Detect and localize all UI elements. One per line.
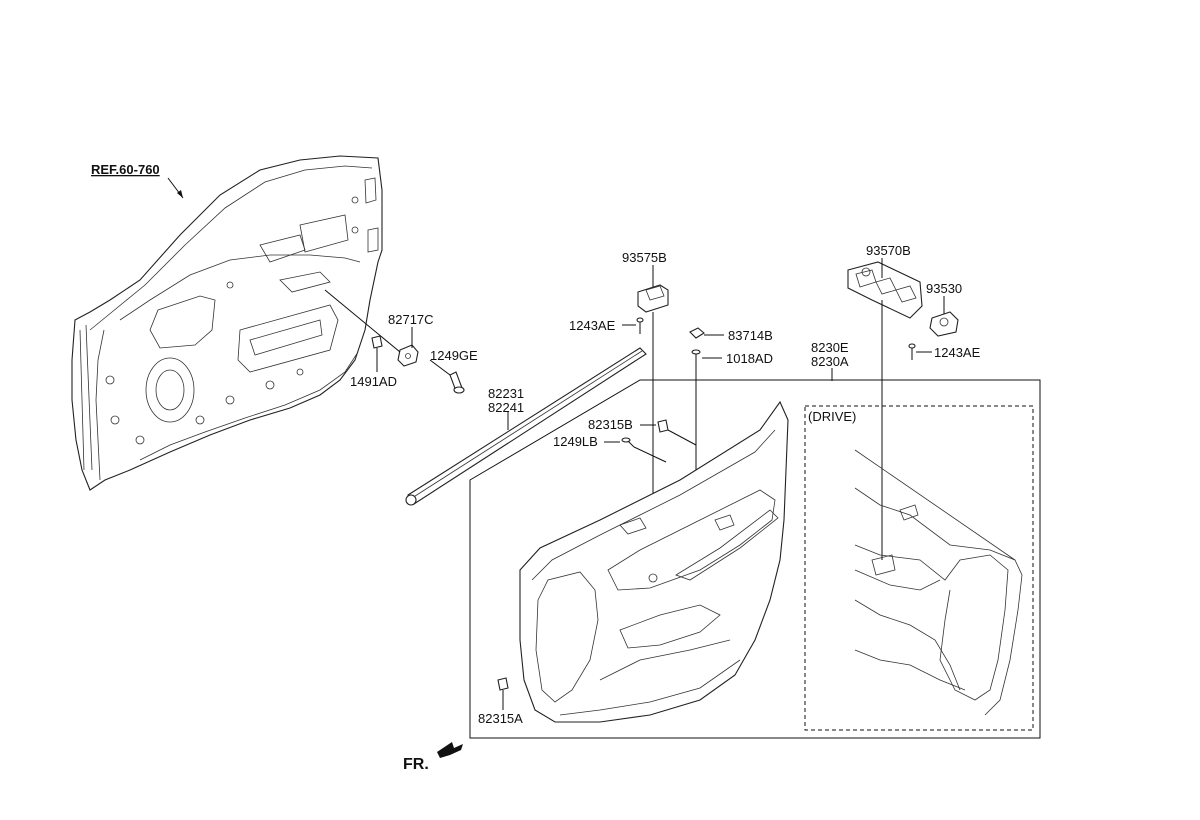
label-1491ad: 1491AD <box>350 374 397 389</box>
drive-inset-frame <box>804 405 1034 731</box>
switch-93575b <box>637 284 669 313</box>
label-83714b: 83714B <box>728 328 773 343</box>
weatherstrip-82231 <box>405 347 647 506</box>
label-82315b: 82315B <box>588 417 633 432</box>
label-93570b: 93570B <box>866 243 911 258</box>
label-1243ae-right: 1243AE <box>934 345 981 360</box>
screw-1243ae-left <box>636 317 644 334</box>
switch-93530 <box>929 311 959 337</box>
ref-arrowhead <box>177 190 183 198</box>
drive-label: (DRIVE) <box>808 409 856 424</box>
leader-82315b-panel <box>667 429 697 446</box>
label-82717c: 82717C <box>388 312 434 327</box>
screw-1243ae-right <box>908 343 916 360</box>
label-82241: 82241 <box>488 400 524 415</box>
label-1243ae-left: 1243AE <box>569 318 616 333</box>
label-93530: 93530 <box>926 281 962 296</box>
label-1249lb: 1249LB <box>553 434 598 449</box>
leader-1249ge <box>429 359 451 376</box>
screw-1249lb <box>621 437 635 448</box>
clip-83714b <box>689 327 705 339</box>
screw-1018ad <box>691 349 701 368</box>
label-1018ad: 1018AD <box>726 351 773 366</box>
switch-93570b <box>847 261 923 319</box>
label-8230e: 8230E <box>811 340 849 355</box>
leader-bracket-door <box>324 289 401 353</box>
clip-82315b <box>657 419 669 433</box>
bolt-1249ge <box>449 371 465 394</box>
trim-panel-frame <box>469 379 1041 739</box>
front-arrow-icon <box>437 742 463 758</box>
leader-1249lb-panel <box>633 446 667 463</box>
label-1249ge: 1249GE <box>430 348 478 363</box>
bracket-82717c <box>397 344 419 367</box>
clip-82315a <box>497 677 509 691</box>
door-trim-panel <box>519 400 789 723</box>
label-93575b: 93575B <box>622 250 667 265</box>
drive-trim-panel <box>854 449 1023 716</box>
label-82315a: 82315A <box>478 711 523 726</box>
ref-label: REF.60-760 <box>91 162 160 177</box>
label-8230a: 8230A <box>811 354 849 369</box>
label-82231: 82231 <box>488 386 524 401</box>
nut-1491ad <box>371 335 383 349</box>
front-direction-label: FR. <box>403 756 429 773</box>
door-inner-panel <box>71 155 383 491</box>
